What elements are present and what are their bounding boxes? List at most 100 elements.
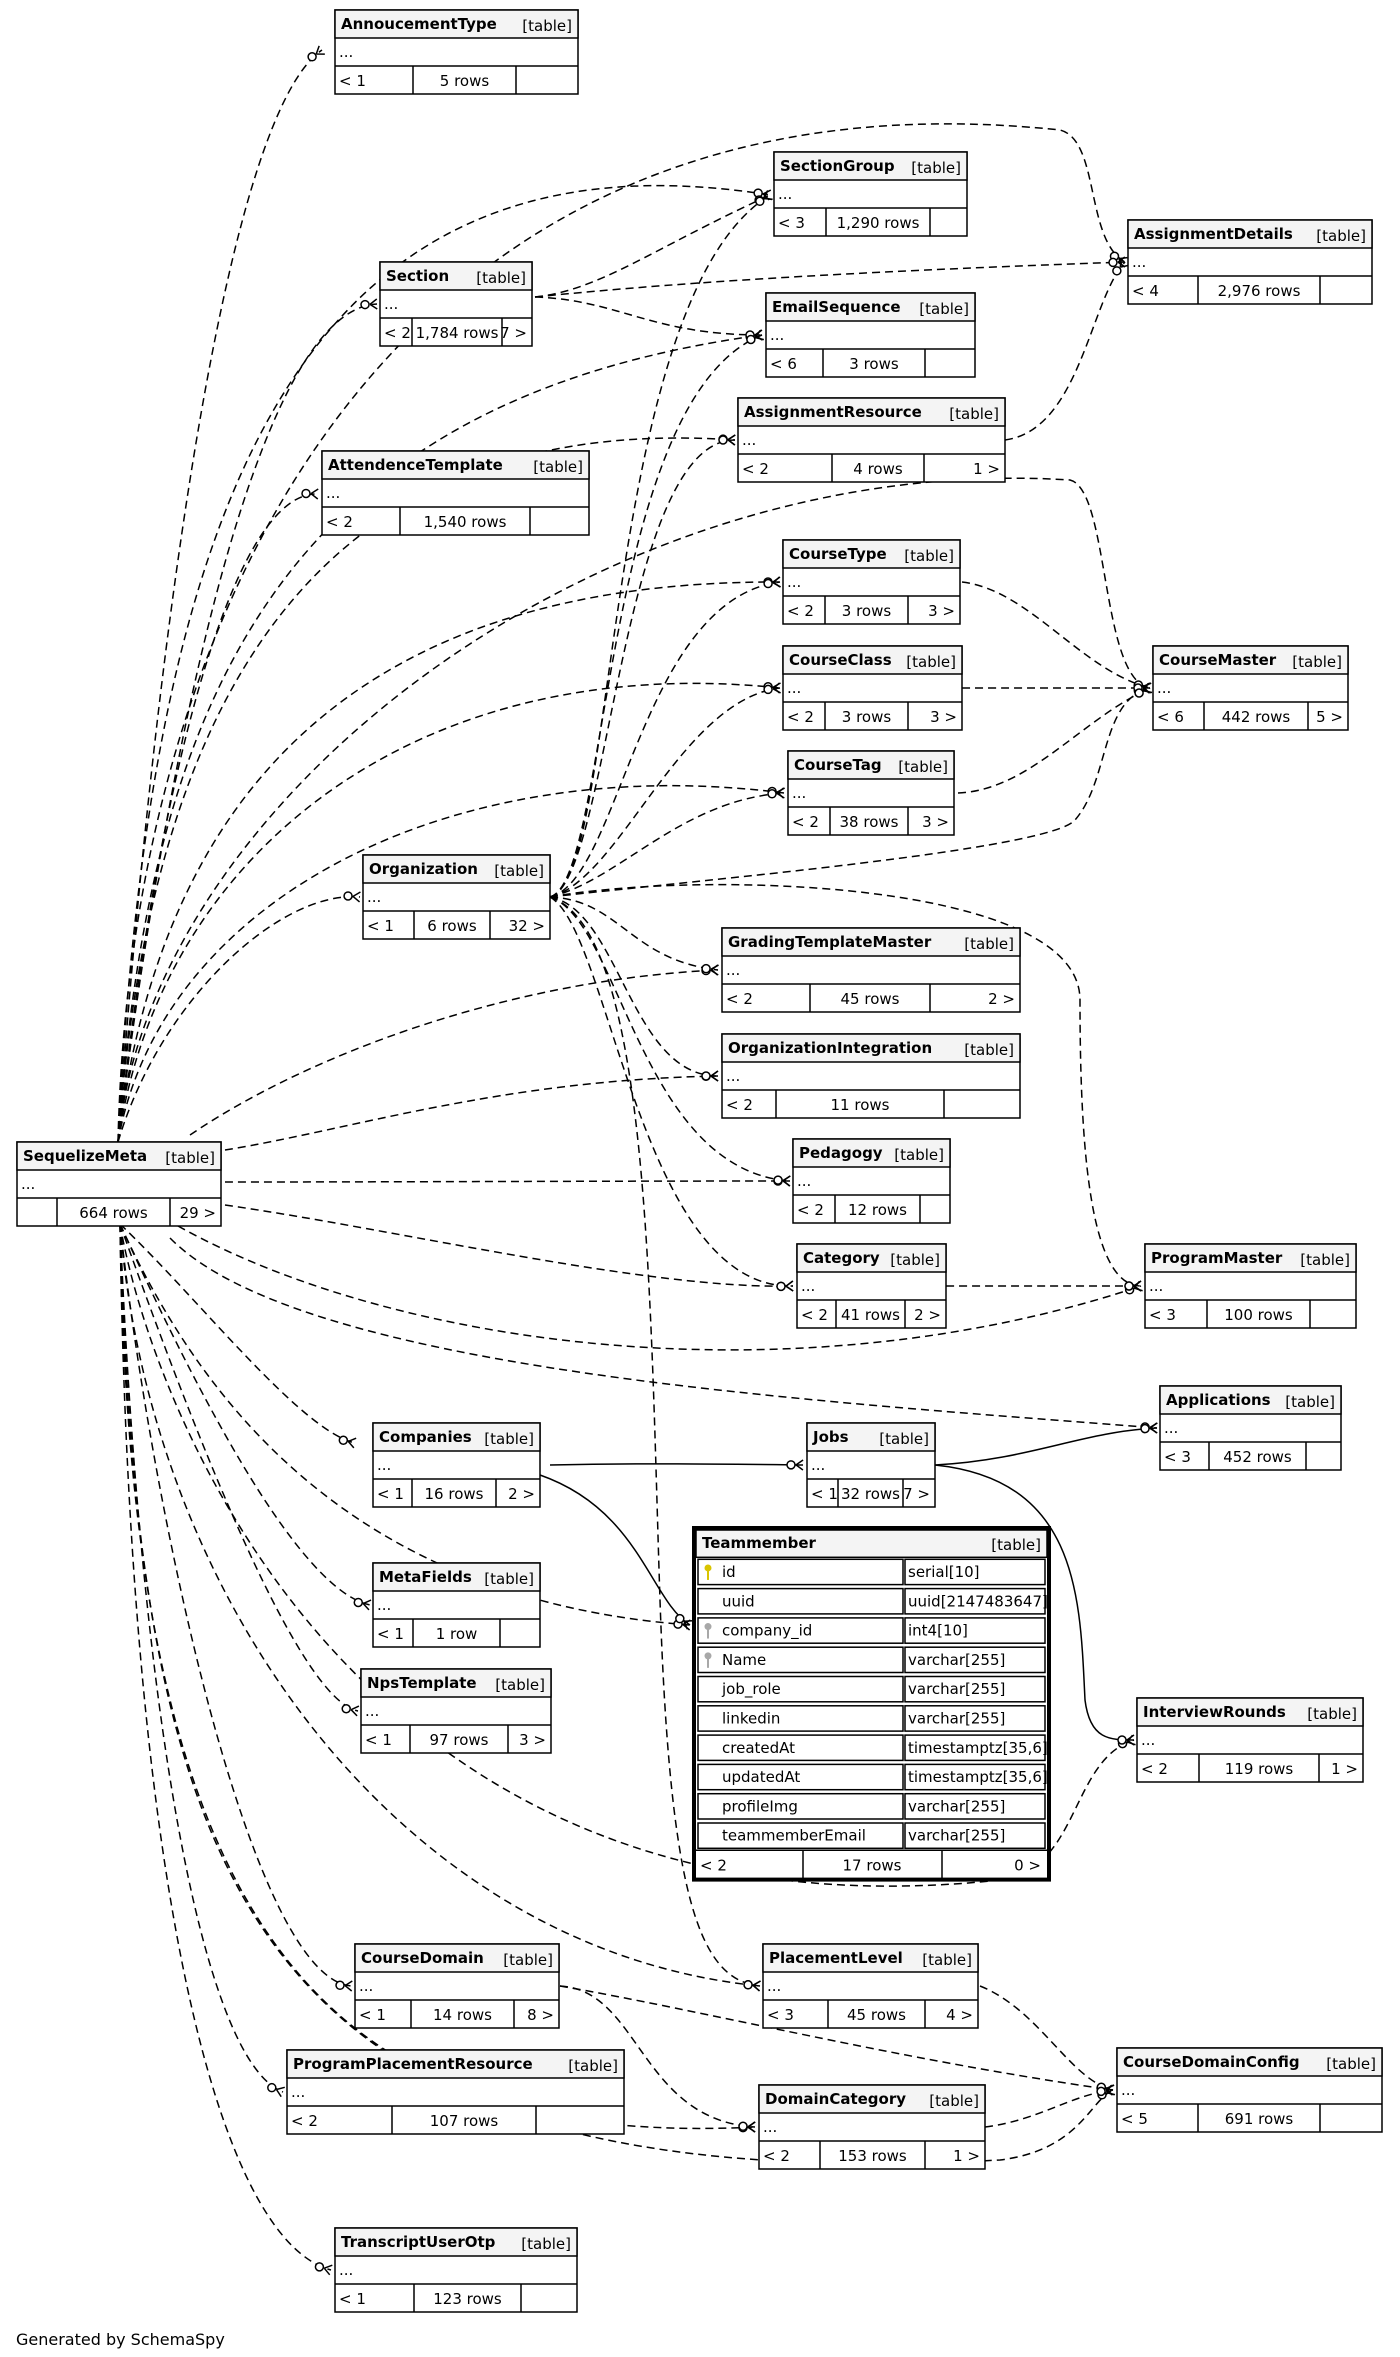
table-name[interactable]: Organization xyxy=(369,860,478,878)
table-name[interactable]: AttendenceTemplate xyxy=(328,456,503,474)
parents-count[interactable]: < 2 xyxy=(726,990,753,1008)
parents-count[interactable]: < 1 xyxy=(365,1731,392,1749)
parents-count[interactable]: < 6 xyxy=(770,355,797,373)
parents-count[interactable]: < 3 xyxy=(1149,1306,1176,1324)
table-name[interactable]: NpsTemplate xyxy=(367,1674,477,1692)
children-count[interactable]: 4 > xyxy=(946,2006,973,2024)
table-name[interactable]: Applications xyxy=(1166,1391,1271,1409)
children-count[interactable]: 7 > xyxy=(903,1485,930,1503)
parents-count[interactable]: < 1 xyxy=(377,1485,404,1503)
parents-count[interactable]: < 3 xyxy=(767,2006,794,2024)
parents-count[interactable]: < 2 xyxy=(792,813,819,831)
table-name[interactable]: CourseClass xyxy=(789,651,892,669)
children-count[interactable]: 5 > xyxy=(1316,708,1343,726)
table-name[interactable]: TranscriptUserOtp xyxy=(341,2233,496,2251)
parents-count[interactable]: < 1 xyxy=(367,917,394,935)
parents-count[interactable]: < 1 xyxy=(339,72,366,90)
children-count[interactable]: 29 > xyxy=(180,1204,216,1222)
parents-count[interactable]: < 2 xyxy=(801,1306,828,1324)
parents-count[interactable]: < 2 xyxy=(797,1201,824,1219)
table-name[interactable]: ProgramPlacementResource xyxy=(293,2055,533,2073)
table-name[interactable]: ProgramMaster xyxy=(1151,1249,1283,1267)
parents-count[interactable]: < 6 xyxy=(1157,708,1184,726)
table-name[interactable]: GradingTemplateMaster xyxy=(728,933,932,951)
table-name[interactable]: EmailSequence xyxy=(772,298,901,316)
children-count[interactable]: 3 > xyxy=(928,602,955,620)
children-count[interactable]: 2 > xyxy=(508,1485,535,1503)
parents-count[interactable]: < 1 xyxy=(339,2290,366,2308)
table-name[interactable]: CourseTag xyxy=(794,756,882,774)
table-name[interactable]: SectionGroup xyxy=(780,157,895,175)
parents-count[interactable]: < 1 xyxy=(359,2006,386,2024)
table-name[interactable]: CourseDomainConfig xyxy=(1123,2053,1300,2071)
parents-count[interactable]: < 2 xyxy=(742,460,769,478)
children-count[interactable]: 8 > xyxy=(527,2006,554,2024)
focus-table-name[interactable]: Teammember xyxy=(702,1534,817,1552)
table-name[interactable]: Companies xyxy=(379,1428,472,1446)
table-name[interactable]: CourseMaster xyxy=(1159,651,1277,669)
children-count[interactable]: 3 > xyxy=(519,1731,546,1749)
children-count[interactable]: 1 > xyxy=(953,2147,980,2165)
parents-count[interactable]: < 2 xyxy=(787,708,814,726)
children-count[interactable]: 32 > xyxy=(509,917,545,935)
parents-count[interactable]: < 2 xyxy=(326,513,353,531)
parents-count[interactable]: < 5 xyxy=(1121,2110,1148,2128)
children-count[interactable]: 1 > xyxy=(973,460,1000,478)
table-name[interactable]: DomainCategory xyxy=(765,2090,906,2108)
table-name[interactable]: Section xyxy=(386,267,449,285)
table-name[interactable]: OrganizationIntegration xyxy=(728,1039,932,1057)
children-count[interactable]: 2 > xyxy=(914,1306,941,1324)
table-name[interactable]: AnnoucementType xyxy=(341,15,497,33)
table-name[interactable]: PlacementLevel xyxy=(769,1949,903,1967)
table-name[interactable]: SequelizeMeta xyxy=(23,1147,147,1165)
parents-count[interactable]: < 2 xyxy=(763,2147,790,2165)
children-count[interactable]: 3 > xyxy=(930,708,957,726)
table-name[interactable]: AssignmentResource xyxy=(744,403,922,421)
children-count[interactable]: 2 > xyxy=(988,990,1015,1008)
table-name[interactable]: Pedagogy xyxy=(799,1144,883,1162)
children-count[interactable]: 7 > xyxy=(500,324,527,342)
parents-count[interactable]: < 2 xyxy=(1141,1760,1168,1778)
parents-count[interactable]: < 1 xyxy=(377,1625,404,1643)
table-name[interactable]: Category xyxy=(803,1249,880,1267)
table-name[interactable]: InterviewRounds xyxy=(1143,1703,1286,1721)
focus-children-count[interactable]: 0 > xyxy=(1014,1856,1041,1874)
parents-count[interactable]: < 4 xyxy=(1132,282,1159,300)
table-name[interactable]: CourseDomain xyxy=(361,1949,484,1967)
children-count[interactable]: 1 > xyxy=(1331,1760,1358,1778)
